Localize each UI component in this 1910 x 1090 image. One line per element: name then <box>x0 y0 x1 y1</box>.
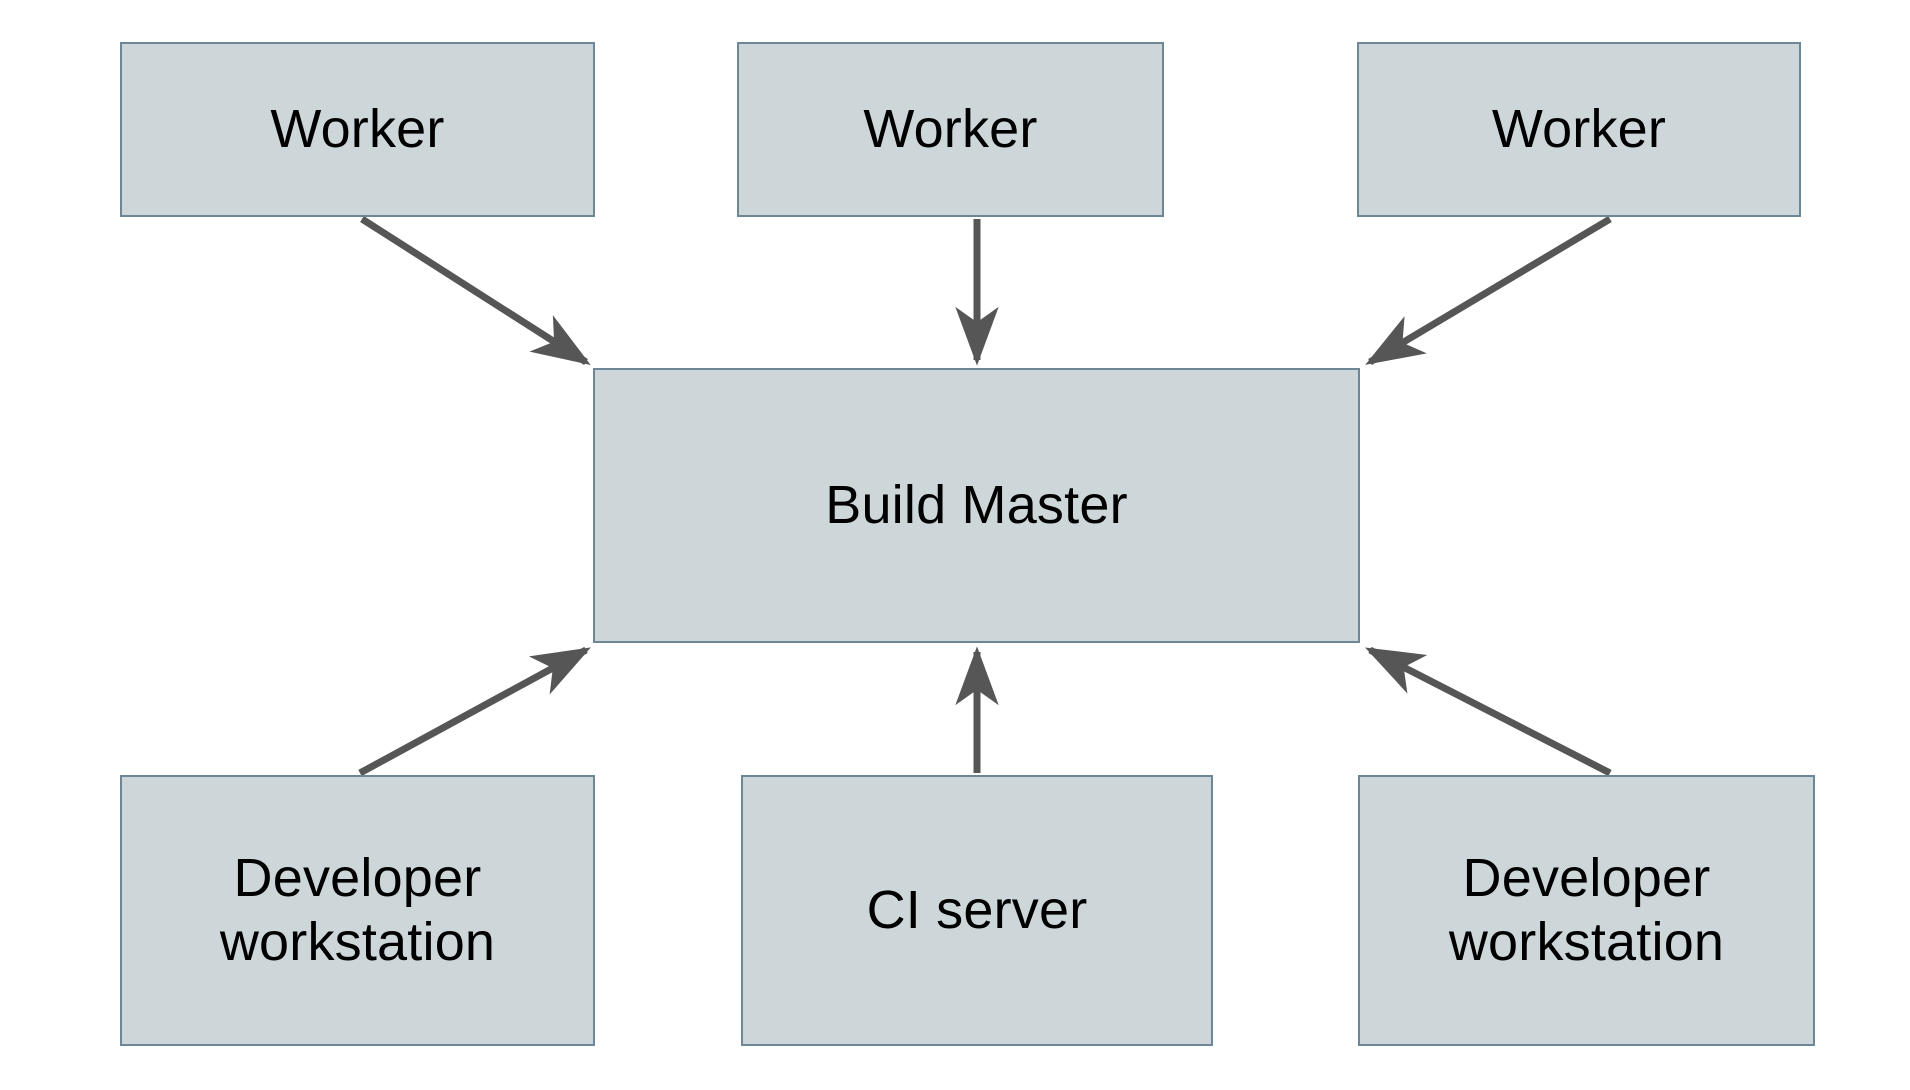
node-worker-2[interactable]: Worker <box>737 42 1164 217</box>
node-worker-1[interactable]: Worker <box>120 42 595 217</box>
node-ci-server-label: CI server <box>866 879 1088 940</box>
node-build-master-label: Build Master <box>825 474 1128 535</box>
node-developer-workstation-1[interactable]: Developer workstation <box>120 775 595 1046</box>
edge-worker1-master <box>360 216 591 366</box>
node-worker-3-label: Worker <box>1491 98 1667 159</box>
node-worker-1-label: Worker <box>270 98 445 159</box>
edge-devws1-master <box>358 646 591 777</box>
node-ci-server[interactable]: CI server <box>741 775 1213 1046</box>
node-worker-2-label: Worker <box>863 98 1038 159</box>
node-build-master[interactable]: Build Master <box>593 368 1360 643</box>
node-worker-3[interactable]: Worker <box>1357 42 1801 217</box>
node-developer-workstation-1-label: Developer workstation <box>219 847 496 972</box>
node-developer-workstation-2-label: Developer workstation <box>1448 847 1725 972</box>
edge-devws2-master <box>1365 646 1612 777</box>
edge-worker3-master <box>1365 215 1612 366</box>
node-developer-workstation-2[interactable]: Developer workstation <box>1358 775 1815 1046</box>
